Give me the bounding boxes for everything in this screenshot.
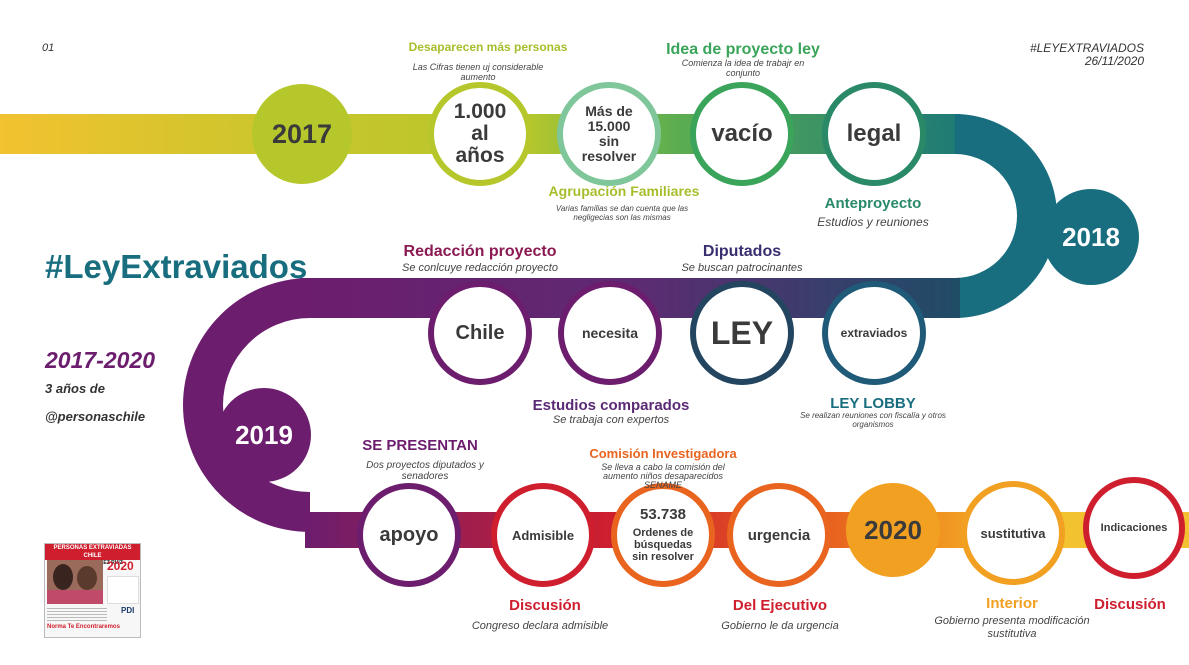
desc-agrupacion: Varias familias se dan cuenta que las ne… bbox=[555, 204, 689, 222]
circle-indicaciones: Indicaciones bbox=[1083, 477, 1185, 579]
circle-53738: 53.738 Ordenes de búsquedas sin resolver bbox=[611, 483, 715, 587]
label-interior: Interior bbox=[986, 595, 1038, 612]
circle-extraviados: extraviados bbox=[822, 281, 926, 385]
circle-admisible: Admisible bbox=[491, 483, 595, 587]
desc-ley-lobby: Se realizan reuniones con fiscalía y otr… bbox=[800, 411, 946, 429]
label-comision: Comisión Investigadora bbox=[589, 446, 737, 461]
year-2020: 2020 bbox=[846, 483, 940, 577]
desc-estudios: Se trabaja con expertos bbox=[552, 414, 670, 426]
circle-apoyo: apoyo bbox=[357, 483, 461, 587]
circle-53738-number: 53.738 bbox=[640, 506, 686, 523]
label-del-ejecutivo: Del Ejecutivo bbox=[732, 597, 828, 614]
poster-badge: PDI bbox=[121, 606, 135, 615]
label-ley-lobby: LEY LOBBY bbox=[830, 395, 916, 412]
year-2017: 2017 bbox=[252, 84, 352, 184]
desc-desaparecen: Las Cifras tienen uj considerable aument… bbox=[412, 62, 544, 82]
label-estudios: Estudios comparados bbox=[532, 397, 690, 414]
desc-se-presentan: Dos proyectos diputados y senadores bbox=[366, 460, 484, 482]
desc-comision: Se lleva a cabo la comisión del aumento … bbox=[601, 462, 725, 490]
label-discusion-1: Discusión bbox=[509, 597, 581, 614]
desc-anteproyecto: Estudios y reuniones bbox=[817, 215, 929, 229]
main-title: #LeyExtraviados bbox=[45, 248, 308, 285]
label-anteproyecto: Anteproyecto bbox=[824, 195, 922, 212]
label-se-presentan: SE PRESENTAN bbox=[362, 437, 478, 454]
circle-15000: Más de 15.000 sin resolver bbox=[557, 82, 661, 186]
page-number: 01 bbox=[42, 42, 55, 54]
circle-necesita: necesita bbox=[558, 281, 662, 385]
label-redaccion: Redacción proyecto bbox=[403, 243, 557, 260]
label-agrupacion: Agrupación Familiares bbox=[548, 183, 700, 199]
circle-legal: legal bbox=[822, 82, 926, 186]
year-2018: 2018 bbox=[1043, 189, 1139, 285]
header-meta: #LEYEXTRAVIADOS 26/11/2020 bbox=[1030, 42, 1144, 68]
desc-redaccion: Se conlcuye redacción proyecto bbox=[402, 262, 558, 274]
poster-title: PERSONAS EXTRAVIADAS CHILE bbox=[45, 544, 140, 560]
desc-del-ejecutivo: Gobierno le da urgencia bbox=[721, 620, 839, 632]
header-date: 26/11/2020 bbox=[1084, 54, 1144, 68]
poster-footer: Norma Te Encontraremos bbox=[47, 624, 120, 630]
circle-sustitutiva: sustitutiva bbox=[961, 481, 1065, 585]
label-idea-proyecto: Idea de proyecto ley bbox=[666, 41, 820, 58]
year-2019: 2019 bbox=[217, 388, 311, 482]
missing-person-poster: PERSONAS EXTRAVIADAS CHILE NORMA GONZALE… bbox=[44, 543, 141, 638]
poster-photo bbox=[47, 560, 103, 604]
label-desaparecen: Desaparecen más personas bbox=[408, 40, 568, 54]
circle-chile: Chile bbox=[428, 281, 532, 385]
handle: @personaschile bbox=[45, 409, 146, 424]
label-diputados: Diputados bbox=[702, 243, 782, 260]
poster-year: 2020 bbox=[107, 559, 134, 573]
desc-discusion-1: Congreso declara admisible bbox=[471, 620, 609, 632]
circle-1000: 1.000 al años bbox=[428, 82, 532, 186]
track-curve-left bbox=[183, 278, 310, 532]
subtitle: 3 años de bbox=[45, 381, 105, 396]
circle-urgencia: urgencia bbox=[727, 483, 831, 587]
range-title: 2017-2020 bbox=[45, 347, 155, 373]
circle-ley: LEY bbox=[690, 281, 794, 385]
circle-vacio: vacío bbox=[690, 82, 794, 186]
desc-idea-proyecto: Comienza la idea de trabajr en conjunto bbox=[681, 58, 805, 78]
label-discusion-2: Discusión bbox=[1094, 596, 1166, 613]
header-hashtag: #LEYEXTRAVIADOS bbox=[1029, 41, 1144, 55]
desc-diputados: Se buscan patrocinantes bbox=[681, 262, 803, 274]
circle-53738-caption: Ordenes de búsquedas sin resolver bbox=[632, 527, 694, 563]
desc-interior: Gobierno presenta modificación sustituti… bbox=[934, 615, 1090, 640]
track-curve-right bbox=[955, 114, 1057, 318]
